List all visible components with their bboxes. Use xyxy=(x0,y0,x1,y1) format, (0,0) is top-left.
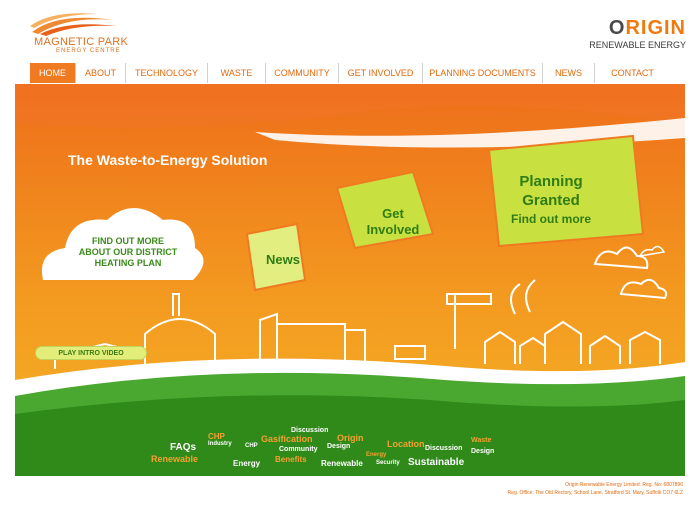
district-heating-cloud[interactable] xyxy=(41,208,204,280)
tag-discussion-2[interactable]: Discussion xyxy=(425,445,463,452)
tag-community[interactable]: Community xyxy=(279,446,318,453)
origin-logo[interactable]: ORIGIN RENEWABLE ENERGY xyxy=(586,18,686,54)
nav-about[interactable]: ABOUT xyxy=(76,63,126,83)
hero-illustration xyxy=(15,84,685,476)
tag-energy-small[interactable]: Energy xyxy=(366,452,387,458)
news-link[interactable]: News xyxy=(266,252,300,267)
swoosh-icon xyxy=(30,13,116,36)
get-involved-link[interactable]: Get Involved xyxy=(366,206,420,237)
nav-technology[interactable]: TECHNOLOGY xyxy=(126,63,208,83)
tag-security[interactable]: Security xyxy=(376,460,400,466)
tag-energy[interactable]: Energy xyxy=(233,459,261,468)
nav-home[interactable]: HOME xyxy=(30,63,76,83)
tag-sustainable[interactable]: Sustainable xyxy=(408,457,465,468)
nav-news[interactable]: NEWS xyxy=(543,63,595,83)
hero-banner: The Waste-to-Energy Solution FIND OUT MO… xyxy=(15,84,685,476)
hero-title: The Waste-to-Energy Solution xyxy=(68,152,268,168)
cloud-icon xyxy=(619,278,668,300)
tag-origin[interactable]: Origin xyxy=(337,433,364,443)
district-heating-link[interactable]: FIND OUT MORE ABOUT OUR DISTRICT HEATING… xyxy=(78,236,178,268)
origin-subtitle: RENEWABLE ENERGY xyxy=(589,40,686,50)
tag-faqs[interactable]: FAQs xyxy=(170,442,197,453)
tag-design-2[interactable]: Design xyxy=(471,448,495,455)
nav-community[interactable]: COMMUNITY xyxy=(266,63,339,83)
tag-location[interactable]: Location xyxy=(387,439,425,449)
nav-waste[interactable]: WASTE xyxy=(208,63,266,83)
nav-get-involved[interactable]: GET INVOLVED xyxy=(339,63,423,83)
tag-gasification[interactable]: Gasification xyxy=(261,434,313,444)
tag-design[interactable]: Design xyxy=(327,443,351,450)
play-intro-video-button[interactable]: PLAY INTRO VIDEO xyxy=(35,346,147,360)
tag-discussion[interactable]: Discussion xyxy=(291,427,329,434)
footer-legal: Origin Renewable Energy Limited. Reg. No… xyxy=(508,481,683,497)
tag-benefits[interactable]: Benefits xyxy=(275,455,307,464)
tag-chp[interactable]: CHP xyxy=(208,432,225,441)
brand-name: MAGNETIC PARK xyxy=(34,36,129,48)
tag-industry[interactable]: Industry xyxy=(208,441,232,447)
origin-wordmark: ORIGIN xyxy=(608,17,686,39)
nav-planning-documents[interactable]: PLANNING DOCUMENTS xyxy=(423,63,543,83)
news-card[interactable] xyxy=(245,222,307,292)
footer-line-1: Origin Renewable Energy Limited. Reg. No… xyxy=(565,482,683,488)
footer-line-2: Reg. Office: The Old Rectory, School Lan… xyxy=(507,490,683,496)
cloud-icon xyxy=(638,245,666,257)
tag-waste[interactable]: Waste xyxy=(471,437,492,444)
magnetic-park-logo[interactable]: MAGNETIC PARK ENERGY CENTRE xyxy=(28,10,148,58)
get-involved-card[interactable] xyxy=(335,170,435,250)
main-nav: HOME ABOUT TECHNOLOGY WASTE COMMUNITY GE… xyxy=(30,63,670,83)
tag-renewable-2[interactable]: Renewable xyxy=(321,459,363,468)
planning-granted-card[interactable] xyxy=(487,134,645,248)
tag-renewable[interactable]: Renewable xyxy=(151,454,199,464)
nav-contact[interactable]: CONTACT xyxy=(611,68,654,78)
tag-chp-2[interactable]: CHP xyxy=(245,443,258,449)
planning-granted-link[interactable]: Planning Granted Find out more xyxy=(511,173,591,226)
cloud-icon xyxy=(593,246,649,270)
brand-subtitle: ENERGY CENTRE xyxy=(56,48,121,54)
